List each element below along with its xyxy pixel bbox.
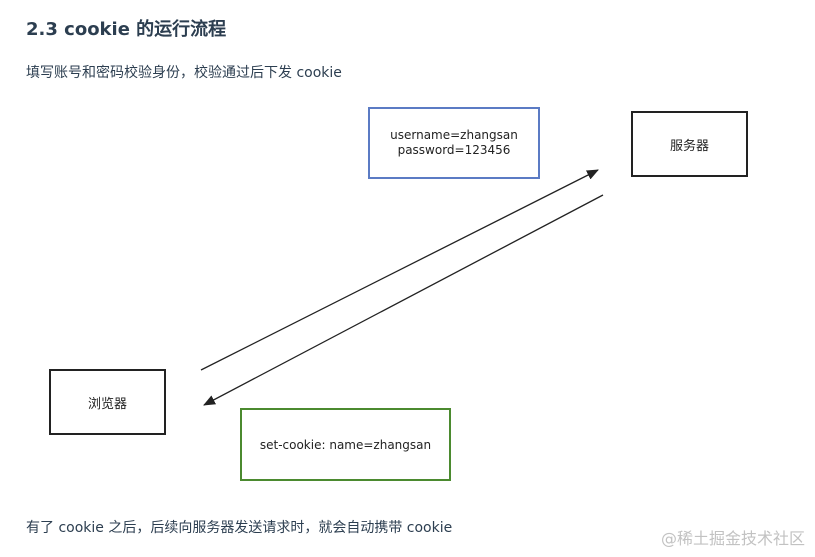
request-password: password=123456 — [397, 143, 511, 157]
request-credentials-box: username=zhangsan password=123456 — [368, 107, 540, 179]
request-username: username=zhangsan — [390, 128, 518, 142]
outro-paragraph: 有了 cookie 之后，后续向服务器发送请求时，就会自动携带 cookie — [26, 520, 453, 536]
set-cookie-label: set-cookie: name=zhangsan — [259, 437, 432, 452]
browser-node: 浏览器 — [49, 369, 166, 435]
response-cookie-box: set-cookie: name=zhangsan — [240, 408, 451, 481]
server-label: 服务器 — [669, 138, 709, 154]
watermark: @稀土掘金技术社区 — [660, 529, 805, 548]
request-arrow — [200, 169, 599, 371]
response-arrow — [203, 194, 604, 406]
server-node: 服务器 — [631, 111, 748, 177]
browser-label: 浏览器 — [87, 396, 127, 412]
intro-paragraph: 填写账号和密码校验身份，校验通过后下发 cookie — [26, 65, 342, 81]
section-heading: 2.3 cookie 的运行流程 — [26, 19, 227, 40]
